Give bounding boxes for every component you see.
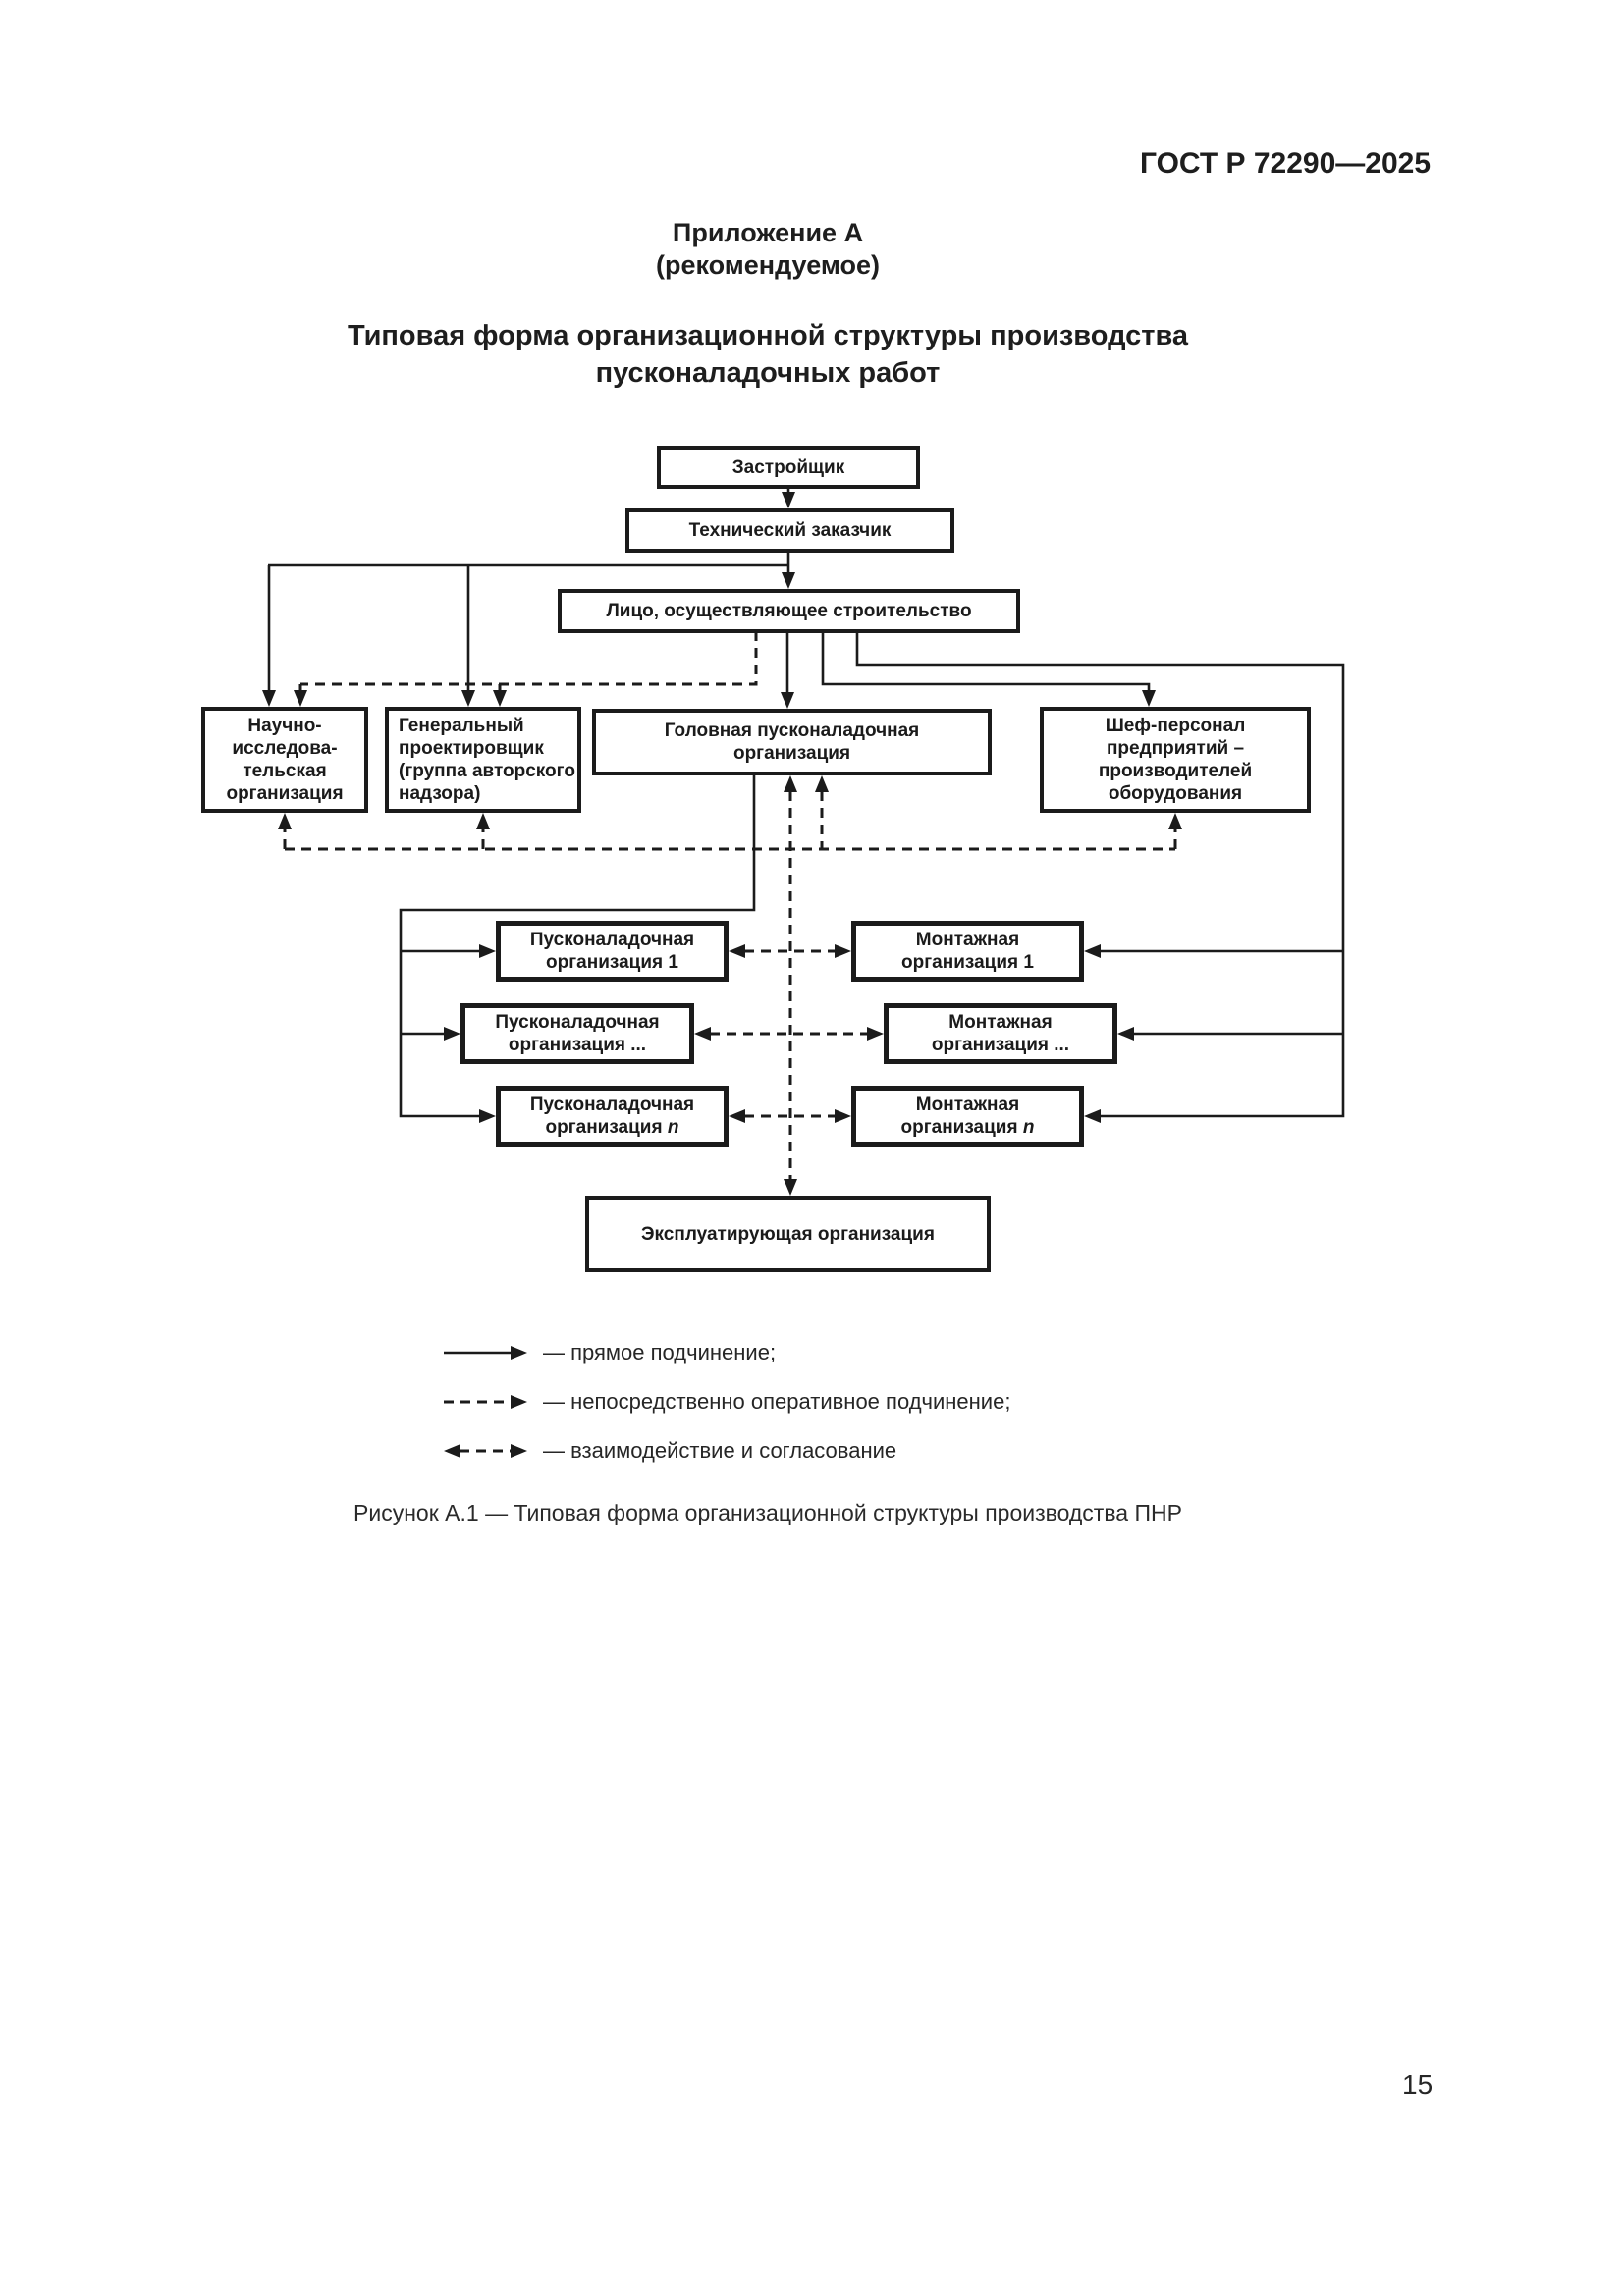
box-technical-customer-label: Технический заказчик [688,520,892,541]
box-technical-customer: Технический заказчик [625,508,954,553]
box-commissioning-org-n-var: n [667,1117,679,1138]
dashed-connectors [283,631,1177,1453]
legend-item-interaction: — взаимодействие и согласование [543,1438,897,1463]
box-developer: Застройщик [657,446,920,489]
legend-item-direct: — прямое подчинение; [543,1340,777,1364]
box-research-org-line: Научно- [247,716,322,736]
box-chief-personnel-line: Шеф-персонал [1105,716,1246,736]
box-head-commissioning-line: Головная пусконаладочная [664,721,920,741]
box-installation-org-n-var: n [1022,1117,1035,1138]
box-research-org: Научно- исследова- тельская организация [201,707,368,813]
box-commissioning-org-n-line: организация n [546,1116,679,1139]
box-commissioning-org-n: Пусконаладочная организация n [496,1086,729,1147]
solid-connectors [267,488,1345,1355]
box-installation-org-n: Монтажная организация n [851,1086,1084,1147]
box-installation-org-dots-line: Монтажная [948,1012,1053,1033]
box-installation-org-1: Монтажная организация 1 [851,921,1084,982]
box-installation-org-dots-line: организация ... [931,1035,1070,1055]
box-general-designer-line: надзора) [399,783,481,804]
box-construction-person: Лицо, осуществляющее строительство [558,589,1020,633]
box-developer-label: Застройщик [731,456,845,478]
box-installation-org-n-text: организация [900,1117,1023,1138]
box-commissioning-org-1: Пусконаладочная организация 1 [496,921,729,982]
page-title: Типовая форма организационной структуры … [0,317,1536,392]
box-research-org-line: исследова- [232,738,338,759]
box-commissioning-org-n-line: Пусконаладочная [529,1095,695,1115]
box-operating-org: Эксплуатирующая организация [585,1196,991,1272]
box-commissioning-org-dots: Пусконаладочная организация ... [460,1003,694,1064]
box-chief-personnel-line: оборудования [1108,783,1243,804]
standard-number: ГОСТ Р 72290—2025 [1139,147,1431,180]
arrowheads [262,492,1182,1458]
appendix-subtitle: (рекомендуемое) [656,250,880,280]
box-chief-personnel-line: предприятий – [1106,738,1245,759]
box-head-commissioning-line: организация [732,743,851,764]
box-commissioning-org-dots-line: Пусконаладочная [495,1012,660,1033]
box-installation-org-n-line: Монтажная [915,1095,1020,1115]
box-general-designer-line: проектировщик [399,738,544,759]
page-number: 15 [1402,2069,1434,2100]
box-head-commissioning-org: Головная пусконаладочная организация [592,709,992,775]
box-installation-org-1-line: организация 1 [901,952,1034,973]
box-commissioning-org-n-text: организация [545,1117,668,1138]
box-chief-personnel-line: производителей [1098,761,1253,781]
appendix-title: Приложение А [672,218,864,247]
page-title-line2: пусконаладочных работ [595,357,941,389]
box-chief-personnel: Шеф-персонал предприятий – производителе… [1040,707,1311,813]
box-operating-org-label: Эксплуатирующая организация [641,1223,935,1245]
box-installation-org-1-line: Монтажная [915,930,1020,950]
box-installation-org-n-line: организация n [901,1116,1035,1139]
box-installation-org-dots: Монтажная организация ... [884,1003,1117,1064]
legend-item-operational: — непосредственно оперативное подчинение… [543,1389,1011,1414]
box-construction-person-label: Лицо, осуществляющее строительство [606,601,972,621]
box-general-designer: Генеральный проектировщик (группа авторс… [385,707,581,813]
box-general-designer-line: (группа авторского [399,761,575,781]
box-general-designer-line: Генеральный [399,716,524,736]
box-commissioning-org-1-line: Пусконаладочная [529,930,695,950]
box-research-org-line: организация [226,783,344,804]
box-commissioning-org-1-line: организация 1 [546,952,678,973]
page-title-line1: Типовая форма организационной структуры … [347,320,1189,351]
appendix-heading: Приложение А (рекомендуемое) [0,217,1536,282]
box-research-org-line: тельская [243,761,327,781]
figure-caption: Рисунок А.1 — Типовая форма организацион… [353,1500,1182,1525]
box-commissioning-org-dots-line: организация ... [508,1035,647,1055]
